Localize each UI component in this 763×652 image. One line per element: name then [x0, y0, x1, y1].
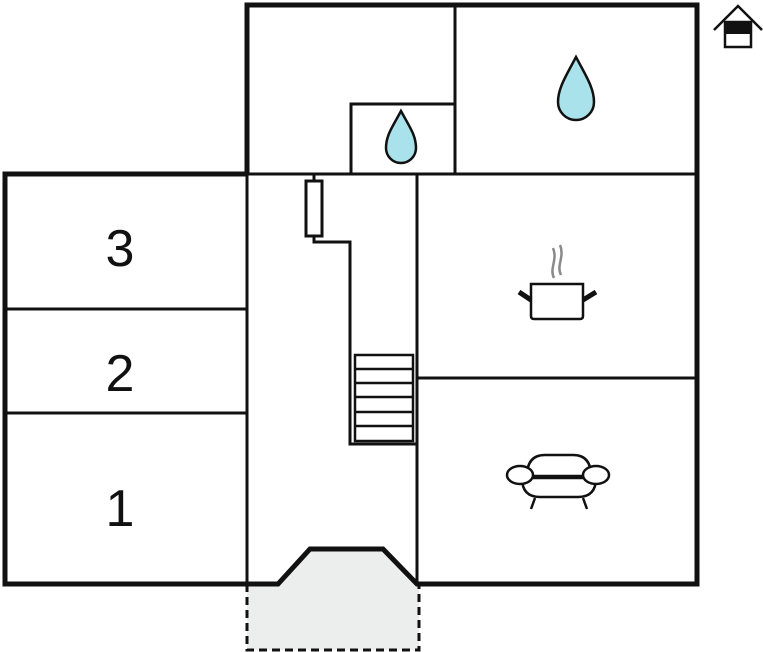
- water-drop-icon: [384, 108, 418, 165]
- radiator-icon: [304, 179, 324, 238]
- interior-walls: [5, 5, 697, 584]
- house-floor-icon: [713, 4, 763, 49]
- room-label-1: 1: [106, 480, 135, 538]
- cooking-pot-icon: [517, 244, 598, 321]
- water-drop-icon: [556, 54, 596, 122]
- outer-walls: [2, 2, 700, 587]
- porch: [245, 549, 421, 652]
- room-label-3: 3: [106, 220, 135, 278]
- stairs-icon: [353, 353, 415, 443]
- sofa-icon: [505, 453, 611, 510]
- room-label-2: 2: [106, 345, 135, 403]
